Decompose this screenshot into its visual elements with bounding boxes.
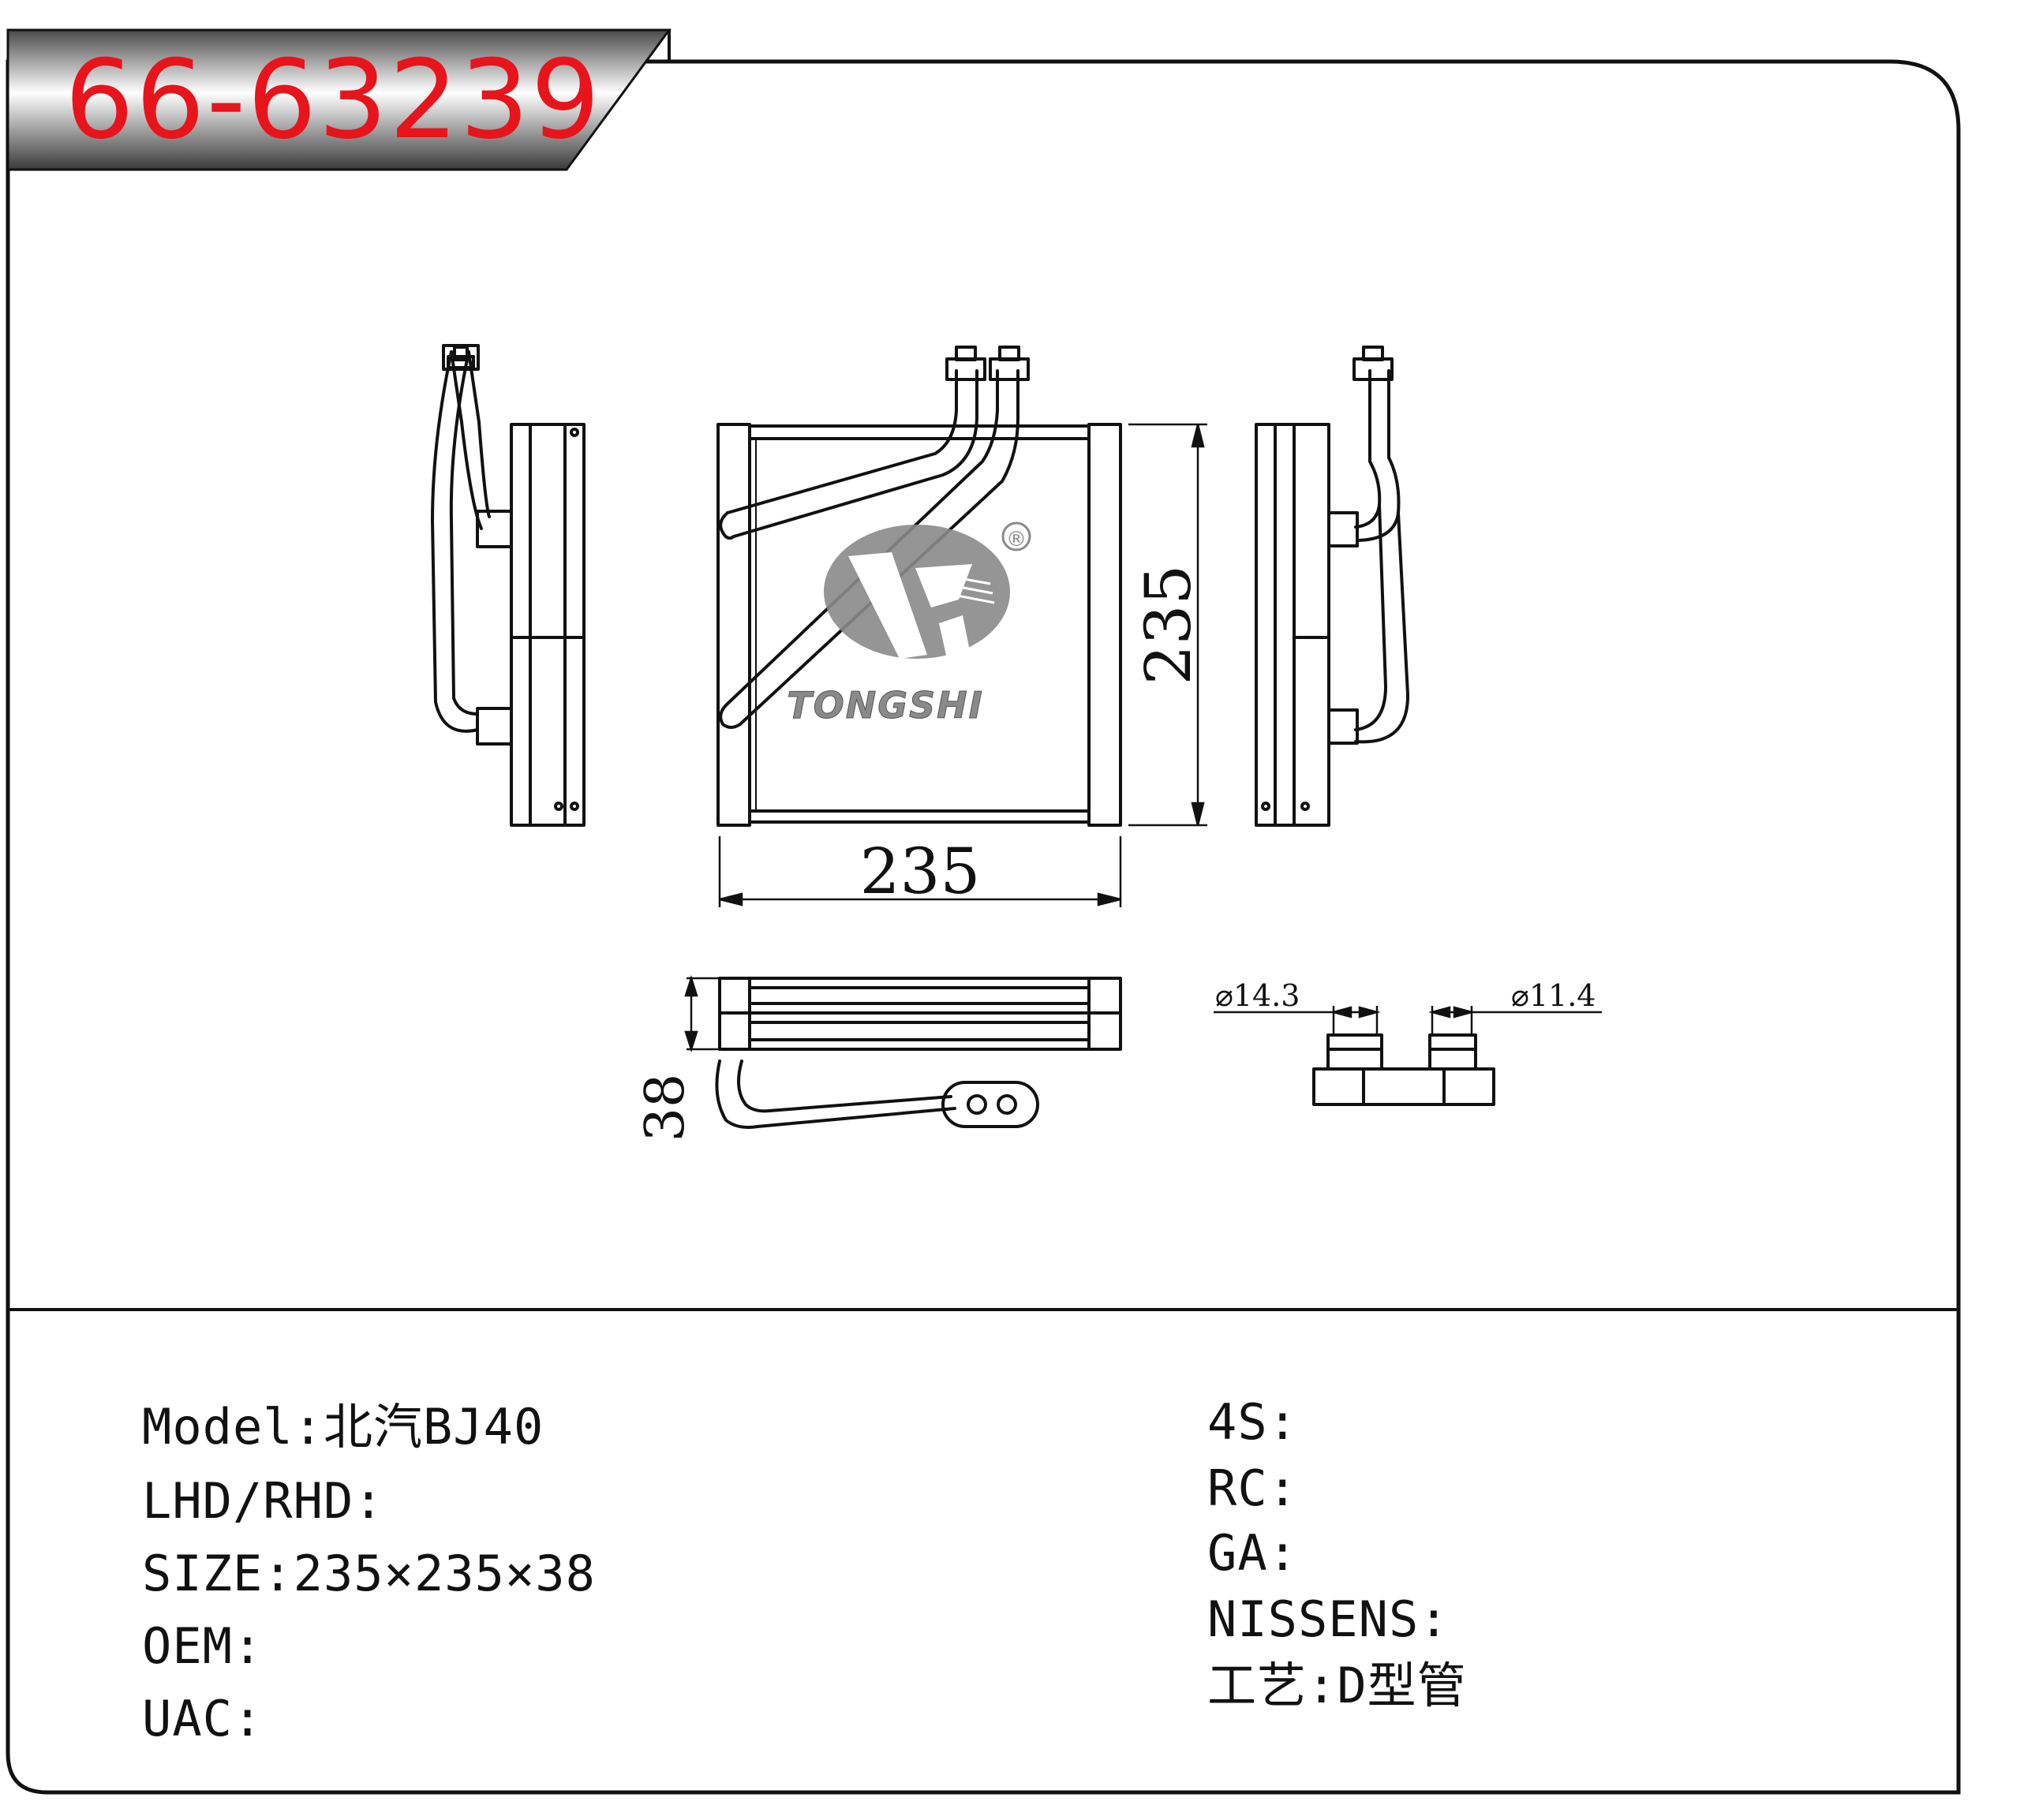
spec-4s: 4S:	[1207, 1398, 1298, 1447]
spec-nissens-label: NISSENS:	[1207, 1590, 1450, 1648]
height-dimension-label: 235	[1132, 565, 1205, 686]
spec-ga-label: GA:	[1207, 1524, 1298, 1582]
spec-lhd-rhd: LHD/RHD:	[142, 1477, 384, 1526]
spec-oem-label: OEM:	[142, 1617, 264, 1675]
width-dimension-label: 235	[860, 835, 981, 908]
sheet-border	[6, 59, 1961, 1795]
spec-uac: UAC:	[142, 1695, 263, 1743]
spec-uac-label: UAC:	[142, 1690, 264, 1747]
spec-oem: OEM:	[142, 1622, 263, 1671]
spec-process-value: D型管	[1337, 1657, 1467, 1714]
spec-process-label: 工艺:	[1207, 1657, 1338, 1714]
spec-4s-label: 4S:	[1207, 1393, 1298, 1451]
inlet-diameter-label: ⌀14.3	[1215, 978, 1300, 1013]
depth-dimension-label: 38	[634, 1074, 697, 1142]
spec-rc: RC:	[1207, 1464, 1298, 1513]
part-number-banner	[6, 28, 672, 171]
dimension-lines	[684, 423, 1602, 1053]
spec-lhd-rhd-label: LHD/RHD:	[142, 1472, 384, 1530]
spec-rc-label: RC:	[1207, 1459, 1298, 1517]
tongshi-logo: ® TONGSHI	[787, 521, 1031, 727]
logo-brand-text: TONGSHI	[787, 684, 983, 727]
spec-size: SIZE:235×235×38	[142, 1549, 596, 1598]
bottom-view	[715, 977, 1122, 1129]
registered-mark: ®	[1006, 528, 1027, 551]
flange-detail	[1312, 1033, 1495, 1106]
front-view	[716, 346, 1122, 827]
spec-nissens: NISSENS:	[1207, 1595, 1450, 1644]
spec-size-label: SIZE:	[142, 1545, 294, 1602]
spec-model-value: 北汽BJ40	[323, 1398, 544, 1456]
spec-model-label: Model:	[142, 1398, 324, 1456]
spec-ga: GA:	[1207, 1529, 1298, 1578]
outlet-diameter-label: ⌀11.4	[1511, 978, 1596, 1013]
spec-process: 工艺:D型管	[1207, 1661, 1467, 1710]
spec-model: Model:北汽BJ40	[142, 1403, 544, 1452]
left-side-view	[431, 344, 586, 827]
part-number-title: 66-63239	[65, 36, 602, 163]
spec-size-value: 235×235×38	[293, 1545, 596, 1602]
right-side-view	[1255, 346, 1410, 827]
